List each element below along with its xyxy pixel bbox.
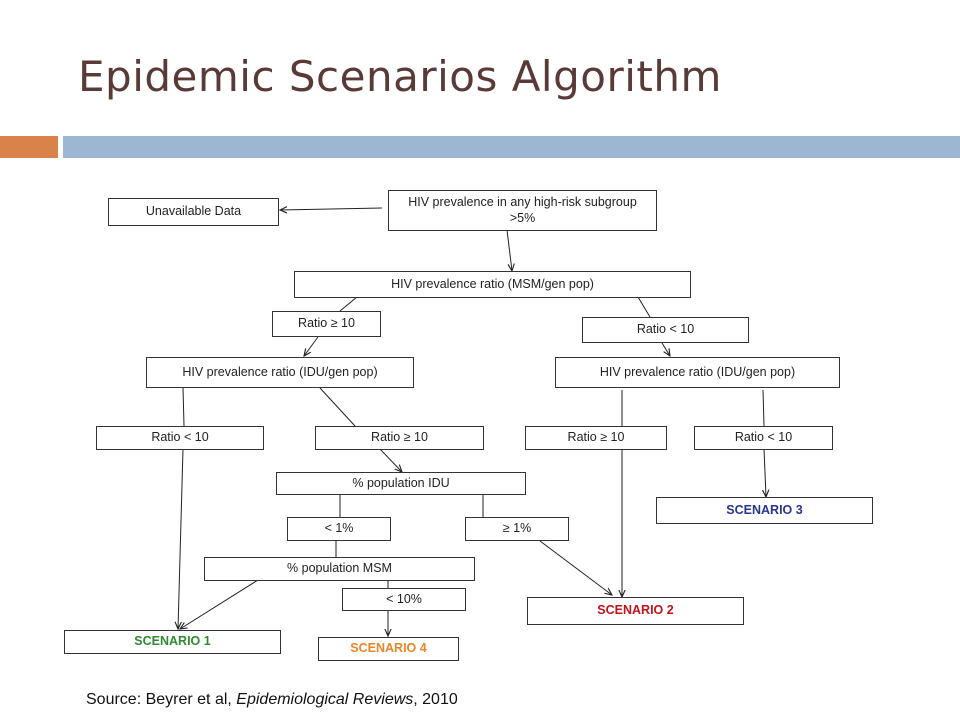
node-scenario-1: SCENARIO 1 <box>64 630 281 654</box>
connector-msm-to-ratio-ge10 <box>339 296 358 312</box>
node-unavailable-data: Unavailable Data <box>108 198 279 226</box>
node-pct-population-msm: % population MSM <box>204 557 475 581</box>
node-scenario-3: SCENARIO 3 <box>656 497 873 524</box>
node-right-ratio-ge10: Ratio ≥ 10 <box>525 426 667 450</box>
node-ratio-lt10-top: Ratio < 10 <box>582 317 749 343</box>
node-pct-population-idu: % population IDU <box>276 472 526 495</box>
source-citation: Source: Beyrer et al, Epidemiological Re… <box>86 691 458 709</box>
node-lt1-percent: < 1% <box>287 517 391 541</box>
connector-ratio-ge10-to-pct-idu <box>379 448 402 472</box>
node-scenario-4: SCENARIO 4 <box>318 637 459 661</box>
node-right-ratio-lt10: Ratio < 10 <box>694 426 833 450</box>
accent-bar-orange <box>0 136 58 158</box>
connector-idu-left-to-ratio-ge10 <box>319 387 356 427</box>
node-msm-prevalence-ratio: HIV prevalence ratio (MSM/gen pop) <box>294 271 691 298</box>
connector-pct-msm-to-scenario1 <box>180 579 259 629</box>
connector-top-to-msm <box>506 229 512 271</box>
node-high-risk-prevalence: HIV prevalence in any high-risk subgroup… <box>388 190 657 231</box>
connector-ratio-lt10-to-scenario1 <box>178 448 184 629</box>
node-idu-prevalence-ratio-left: HIV prevalence ratio (IDU/gen pop) <box>146 357 414 388</box>
source-prefix: Source: Beyrer et al, <box>86 691 237 708</box>
source-journal: Epidemiological Reviews <box>236 691 414 708</box>
connector-top-to-unavailable <box>280 208 383 210</box>
connector-idu-left-to-ratio-lt10 <box>182 387 185 427</box>
connector-msm-to-ratio-lt10 <box>637 296 651 318</box>
connector-ratio-ge10-to-idu-left <box>304 336 319 356</box>
source-suffix: , 2010 <box>413 691 458 708</box>
connector-ratio-lt10-to-idu-right <box>661 342 670 356</box>
node-ratio-ge10-top: Ratio ≥ 10 <box>272 311 381 337</box>
node-left-ratio-ge10: Ratio ≥ 10 <box>315 426 484 450</box>
connector-ratio-lt10-to-scenario3 <box>764 448 766 497</box>
node-idu-prevalence-ratio-right: HIV prevalence ratio (IDU/gen pop) <box>555 357 840 388</box>
node-left-ratio-lt10: Ratio < 10 <box>96 426 264 450</box>
slide-title: Epidemic Scenarios Algorithm <box>78 52 722 101</box>
connector-ge1-to-scenario2 <box>539 540 612 595</box>
node-scenario-2: SCENARIO 2 <box>527 597 744 625</box>
node-ge1-percent: ≥ 1% <box>465 517 569 541</box>
accent-bar-blue <box>63 136 960 158</box>
node-lt10-percent: < 10% <box>342 588 466 611</box>
connector-idu-right-to-ratio-lt10 <box>762 389 765 427</box>
